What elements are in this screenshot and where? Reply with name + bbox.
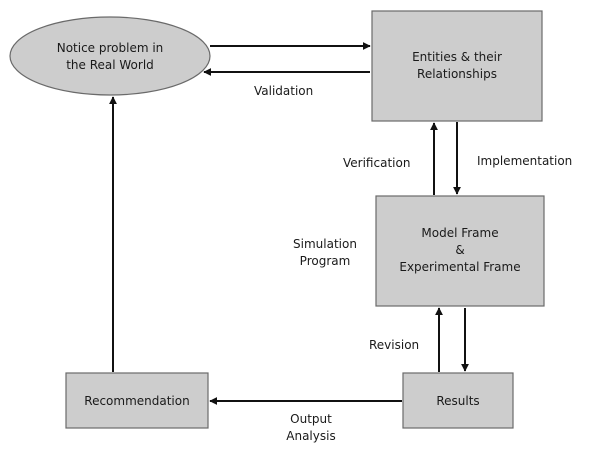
label-output-line-1: Output [290,412,332,426]
notice-line-2: the Real World [66,58,154,72]
model-line-1: Model Frame [421,226,498,240]
recommendation-label: Recommendation [84,394,189,408]
label-verification: Verification [343,156,410,170]
node-notice-problem: Notice problem in the Real World [9,16,211,96]
label-implementation: Implementation [477,154,572,168]
label-revision: Revision [369,338,419,352]
notice-line-1: Notice problem in [57,41,164,55]
entities-line-1: Entities & their [412,50,502,64]
model-line-2: & [455,243,464,257]
label-simulation-line-1: Simulation [293,237,357,251]
node-results: Results [402,372,514,429]
node-model-frame: Model Frame & Experimental Frame [375,195,545,307]
node-recommendation: Recommendation [65,372,209,429]
label-validation: Validation [254,84,313,98]
model-line-3: Experimental Frame [399,260,520,274]
node-entities: Entities & their Relationships [371,10,543,122]
label-output-line-2: Analysis [286,429,335,443]
results-label: Results [436,394,479,408]
label-simulation-line-2: Program [300,254,351,268]
entities-line-2: Relationships [417,67,497,81]
